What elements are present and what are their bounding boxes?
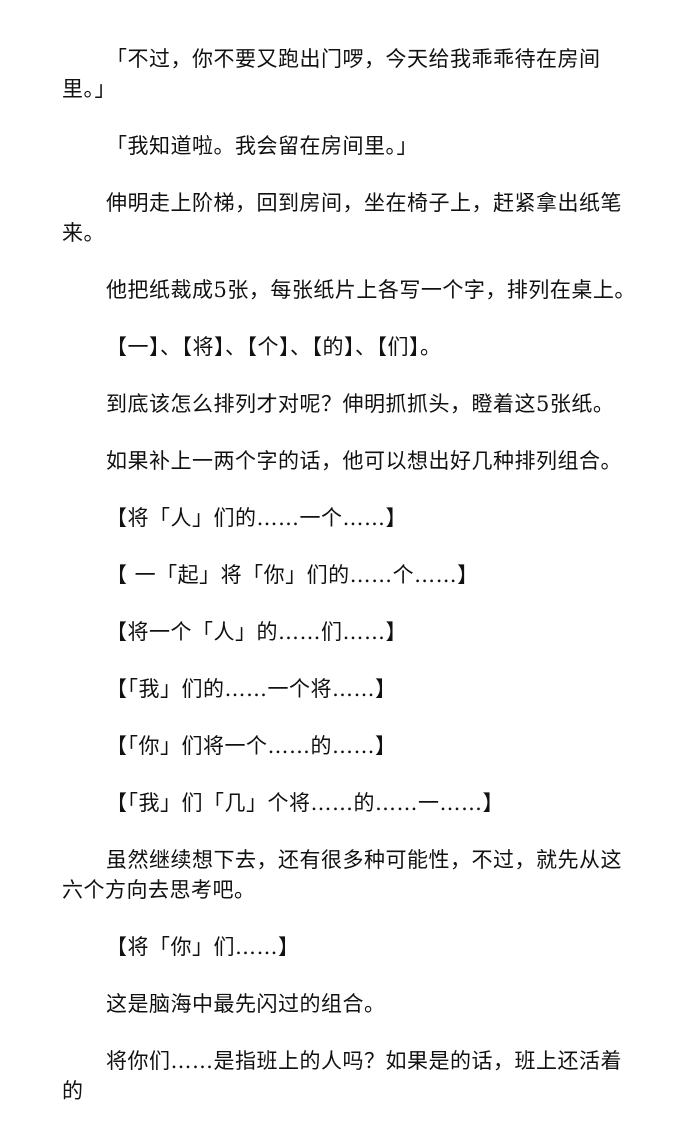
paragraph-combination: 【「你」们将一个……的……】 xyxy=(106,734,397,758)
paragraph-narration: 将你们……是指班上的人吗？如果是的话，班上还活着的 xyxy=(62,1049,622,1103)
paragraph-combination: 【 一「起」将「你」们的……个……】 xyxy=(106,563,479,587)
paragraph-combination: 【将「你」们……】 xyxy=(106,935,300,959)
paragraph-dialogue-mother: 「不过，你不要又跑出门啰，今天给我乖乖待在房间里。」 xyxy=(62,47,601,101)
paragraph-narration: 如果补上一两个字的话，他可以想出好几种排列组合。 xyxy=(106,449,622,473)
paragraph-narration: 伸明走上阶梯，回到房间，坐在椅子上，赶紧拿出纸笔来。 xyxy=(62,191,622,245)
document-page: 「不过，你不要又跑出门啰，今天给我乖乖待在房间里。」 「我知道啦。我会留在房间里… xyxy=(62,44,642,1133)
paragraph-narration: 到底该怎么排列才对呢？伸明抓抓头，瞪着这5张纸。 xyxy=(106,392,615,416)
paragraph-combination: 【将「人」们的……一个……】 xyxy=(106,506,407,530)
paragraph-dialogue-reply: 「我知道啦。我会留在房间里。」 xyxy=(106,134,418,158)
paragraph-combination: 【将一个「人」的……们……】 xyxy=(106,620,407,644)
paragraph-combination: 【「我」们的……一个将……】 xyxy=(106,677,397,701)
paragraph-narration: 他把纸裁成5张，每张纸片上各写一个字，排列在桌上。 xyxy=(106,278,636,302)
paragraph-narration: 虽然继续想下去，还有很多种可能性，不过，就先从这六个方向去思考吧。 xyxy=(62,848,622,902)
paragraph-narration: 这是脑海中最先闪过的组合。 xyxy=(106,992,386,1016)
paragraph-combination: 【「我」们「几」个将……的……一……】 xyxy=(106,791,504,815)
paragraph-characters: 【一】、【将】、【个】、【的】、【们】。 xyxy=(106,335,442,359)
